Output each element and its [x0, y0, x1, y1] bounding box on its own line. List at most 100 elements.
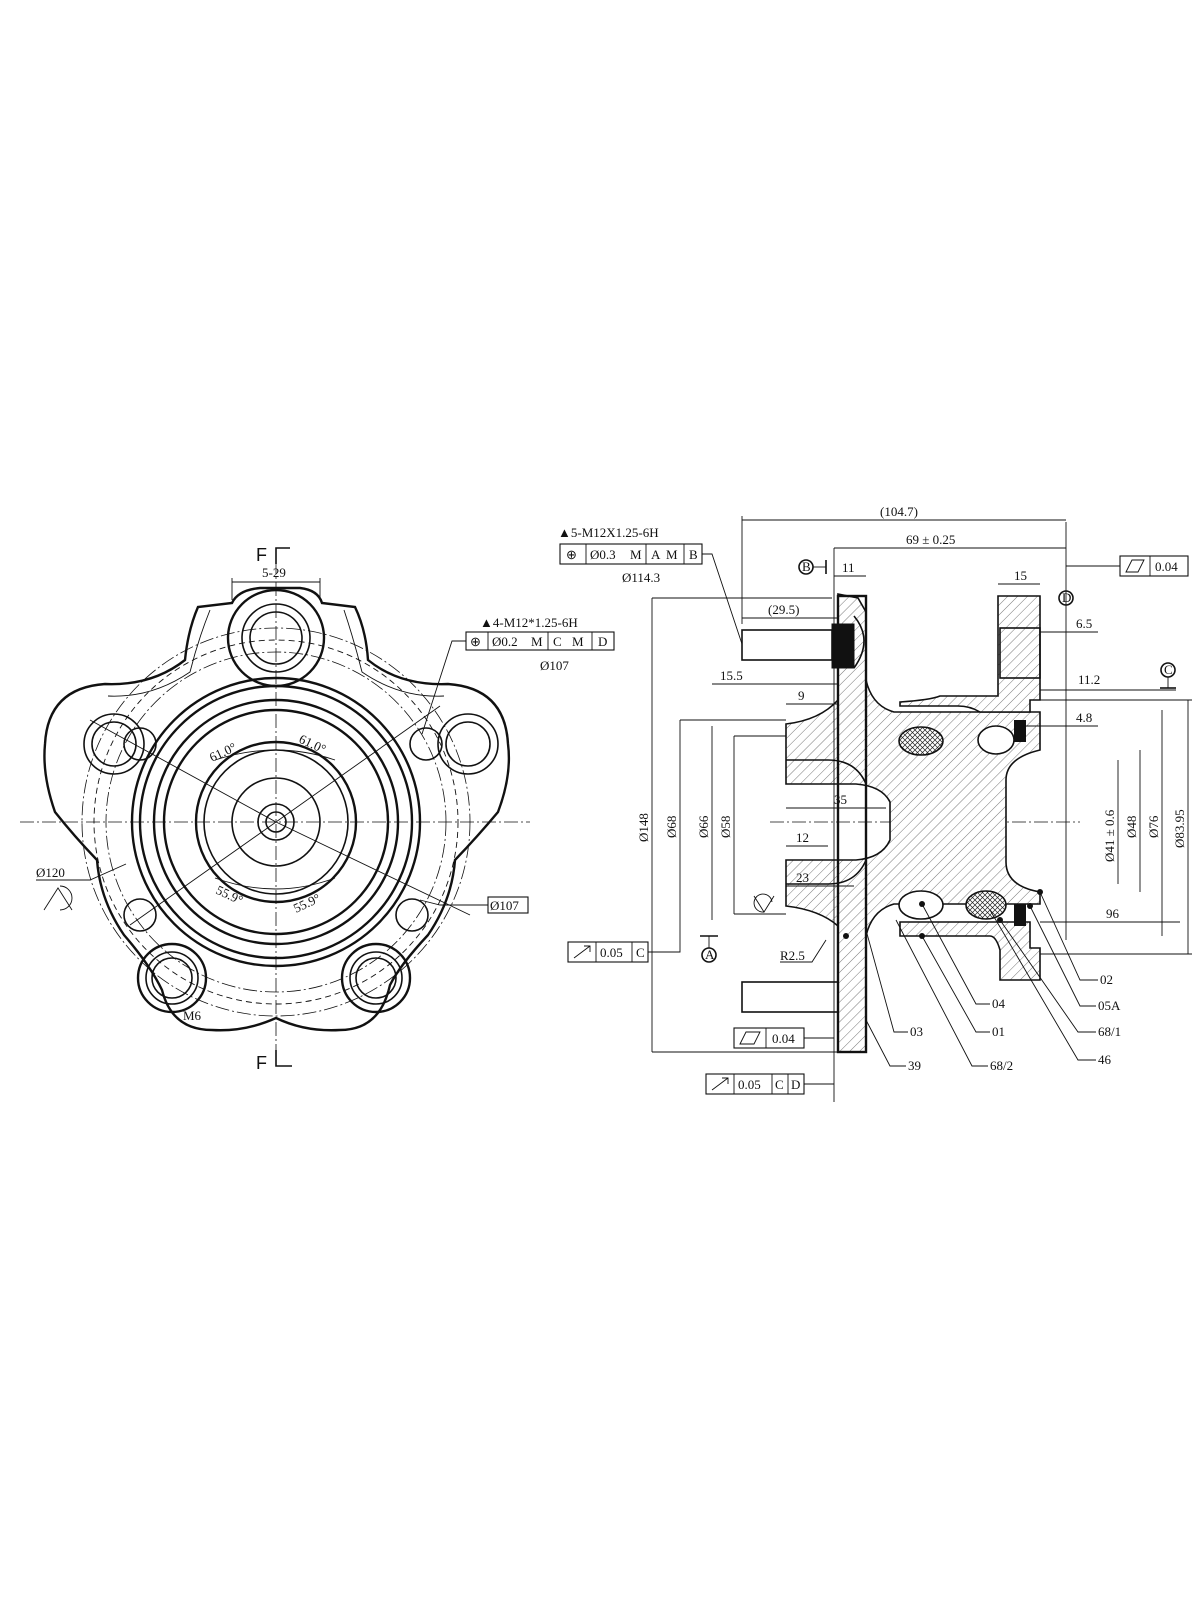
datum-a: A: [705, 947, 715, 962]
datum-d-circle: [1058, 590, 1074, 606]
svg-text:C: C: [553, 634, 562, 649]
svg-text:C: C: [775, 1077, 784, 1092]
outer-ring-bottom: [899, 921, 1041, 981]
dim-4-8: 4.8: [1076, 710, 1092, 725]
svg-text:M: M: [630, 547, 642, 562]
bearing-ball-inner-top: [977, 720, 1026, 755]
bearing-ball-inner-bottom: [965, 890, 1026, 926]
part-label-04: 04: [992, 996, 1006, 1011]
hub-ring-3: [152, 698, 400, 946]
flange-inner-edge-left: [107, 609, 211, 697]
overall-length: (104.7): [880, 504, 918, 519]
stud-boss-bottom-left: [136, 942, 208, 1014]
dia-83-95: Ø83.95: [1172, 809, 1187, 848]
bearing-ball-outer-top: [898, 726, 944, 756]
outer-diameter-label: Ø120: [36, 865, 65, 880]
bolt-circle-2-label: Ø107: [490, 898, 519, 913]
part-label-02: 02: [1100, 972, 1113, 987]
bore-surface-symbol: [753, 893, 775, 913]
flatness-bottom-frame: 0.04: [733, 1027, 805, 1049]
hub-ring-4: [162, 708, 390, 936]
datum-a-circle: [701, 947, 717, 963]
angle-label-4: 55.9°: [291, 890, 323, 915]
dim-6-5: 6.5: [1076, 616, 1092, 631]
svg-text:0.05: 0.05: [600, 945, 623, 960]
stud-boss-top: [226, 588, 326, 688]
runout-bottom-frame: 0.05 C D: [705, 1073, 805, 1095]
dim-35: 35: [834, 792, 847, 807]
part-label-39: 39: [908, 1058, 921, 1073]
stud-spec: ▲5-M12X1.25-6H: [558, 525, 659, 540]
hub-ring-5: [194, 740, 358, 904]
part-label-46: 46: [1098, 1052, 1112, 1067]
angle-arc-lower: [214, 877, 336, 890]
stud-leader: [702, 553, 743, 645]
center-bore-inner: [265, 811, 287, 833]
dia-68: Ø68: [664, 816, 679, 838]
bolt-circle-label: Ø107: [540, 658, 569, 673]
svg-text:M: M: [572, 634, 584, 649]
svg-text:0.05: 0.05: [738, 1077, 761, 1092]
angle-label-2: 61.0°: [297, 731, 329, 756]
part-label-68-1: 68/1: [1098, 1024, 1121, 1039]
pitch-circle-inner: [105, 651, 447, 993]
svg-text:⊕: ⊕: [566, 547, 577, 562]
stud-hole-spec: 5-29: [262, 565, 286, 580]
sensor-boss: [999, 627, 1041, 679]
length-69: 69 ± 0.25: [906, 532, 955, 547]
flange-plate: [836, 594, 868, 1054]
outer-diameter-leader: [36, 863, 127, 881]
datum-d: D: [1062, 590, 1071, 605]
stud-bottom: [741, 981, 839, 1013]
stud-pcd: Ø114.3: [622, 570, 660, 585]
bolt-hole-lower-right: [395, 898, 429, 932]
dim-9: 9: [798, 688, 805, 703]
dim-29-5: (29.5): [768, 602, 799, 617]
stud-boss-left: [83, 713, 145, 775]
stud-top: [741, 615, 865, 669]
dim-96: 96: [1106, 906, 1120, 921]
screw-label: M6: [183, 1008, 202, 1023]
dia-58: Ø58: [718, 816, 733, 838]
hub-ring-7: [231, 777, 321, 867]
section-arrow-top: [275, 547, 290, 564]
angle-label-3: 55.9°: [214, 882, 246, 907]
fillet-label: R2.5: [780, 948, 805, 963]
svg-text:Ø0.2: Ø0.2: [492, 634, 518, 649]
part-label-01: 01: [992, 1024, 1005, 1039]
dim-11-2: 11.2: [1078, 672, 1100, 687]
section-arrow-bottom: [275, 1050, 292, 1067]
bolt-hole-lower-left: [123, 898, 157, 932]
bolt-circle-2-leader: [419, 899, 488, 906]
bolt-hole-spec: ▲4-M12*1.25-6H: [480, 615, 578, 630]
part-label-03: 03: [910, 1024, 923, 1039]
bolt-hole-tolerance-frame: ⊕ Ø0.2 M C M D: [465, 631, 615, 651]
flange-outline: [43, 586, 511, 1032]
dim-15-5: 15.5: [720, 668, 743, 683]
hidden-circle: [93, 639, 459, 1005]
stud-boss-right: [437, 713, 499, 775]
dim-12: 12: [796, 830, 809, 845]
svg-text:⊕: ⊕: [470, 634, 481, 649]
svg-text:D: D: [791, 1077, 800, 1092]
bolt-hole-upper-right: [409, 727, 443, 761]
hub-ring-1: [130, 676, 422, 968]
svg-text:A: A: [651, 547, 661, 562]
svg-text:D: D: [598, 634, 607, 649]
datum-b: B: [802, 559, 811, 574]
dia-148: Ø148: [636, 813, 651, 842]
bolt-hole-leader: [421, 640, 466, 735]
svg-text:Ø0.3: Ø0.3: [590, 547, 616, 562]
part-callouts: 02 05A 68/1 46 04 01 68/2 03 39: [865, 889, 1121, 1073]
stud-tolerance-frame: ⊕ Ø0.3 M A M B: [559, 543, 703, 565]
bolt-hole-upper-left: [123, 727, 157, 761]
pitch-circle-outer: [81, 627, 471, 1017]
part-label-68-2: 68/2: [990, 1058, 1013, 1073]
flatness-top-frame: 0.04: [1119, 555, 1189, 577]
stud-boss-bottom-right: [340, 942, 412, 1014]
dim-11: 11: [842, 560, 855, 575]
fillet-leader: [780, 939, 827, 963]
surface-finish-symbol: [43, 885, 73, 911]
dia-76: Ø76: [1146, 815, 1161, 838]
